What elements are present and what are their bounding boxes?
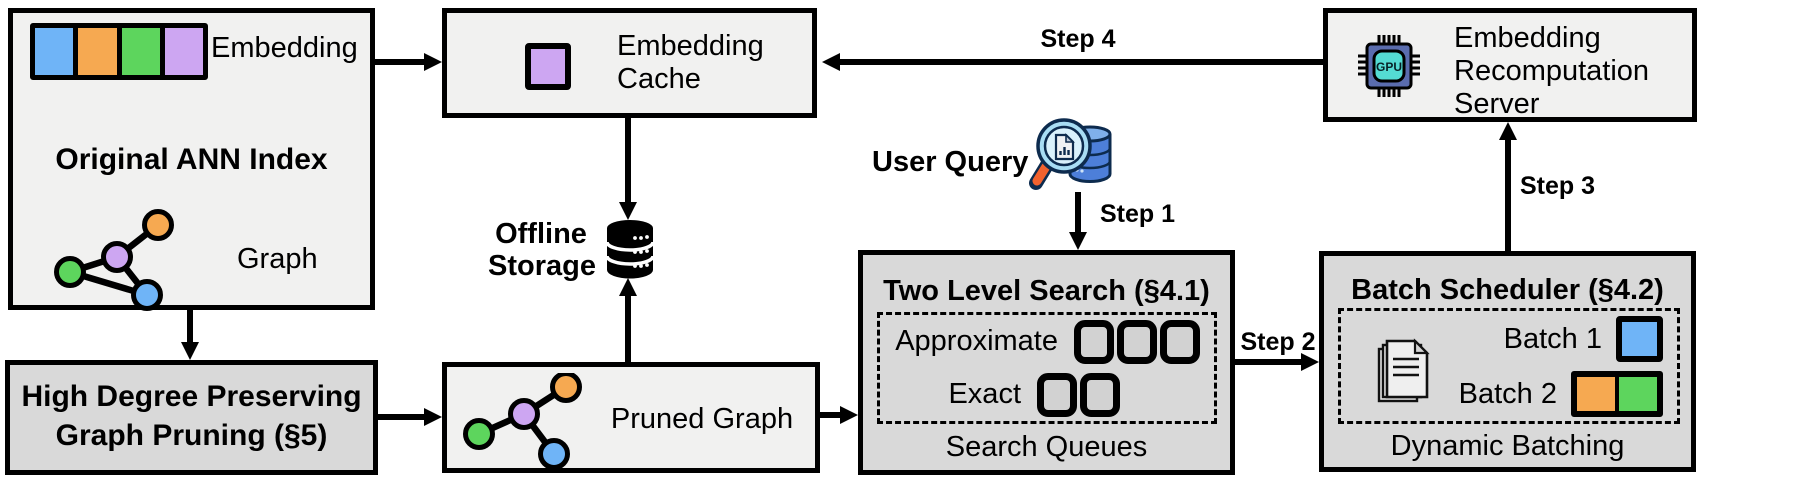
embedding-vector-icon bbox=[30, 23, 208, 80]
arrow-step2 bbox=[1235, 353, 1319, 371]
gpu-chip-label: GPU bbox=[1376, 60, 1402, 74]
step3-label: Step 3 bbox=[1520, 172, 1596, 200]
approximate-label: Approximate bbox=[895, 325, 1058, 357]
exact-queue-row: Exact bbox=[880, 368, 1214, 421]
arrow-prunedgraph-to-storage bbox=[619, 278, 637, 362]
exact-label: Exact bbox=[948, 378, 1021, 410]
arrow-cache-to-storage bbox=[619, 118, 637, 220]
batch2-embedding-orange bbox=[1577, 377, 1615, 411]
arrow-step1 bbox=[1069, 192, 1087, 250]
batch-scheduler-box: Batch Scheduler (§4.2) Batch 1 bbox=[1319, 251, 1696, 472]
batch2-embedding-green bbox=[1619, 377, 1657, 411]
step1-label: Step 1 bbox=[1100, 200, 1176, 228]
batch2-embeddings bbox=[1571, 371, 1663, 417]
batch1-label: Batch 1 bbox=[1503, 322, 1602, 355]
embedding-cell-green bbox=[121, 28, 160, 75]
user-query-label: User Query bbox=[872, 146, 1029, 178]
approximate-queue-row: Approximate bbox=[880, 315, 1214, 368]
embedding-cell-orange bbox=[78, 28, 117, 75]
search-queues-panel: Approximate Exact bbox=[877, 312, 1217, 424]
embedding-cache-label: Embedding Cache bbox=[617, 30, 764, 95]
dynamic-batching-panel: Batch 1 Batch 2 bbox=[1338, 308, 1680, 424]
original-graph-icon bbox=[54, 209, 174, 311]
offline-storage-label: Offline Storage bbox=[488, 218, 596, 282]
magnifier bbox=[1029, 118, 1092, 190]
arrow-step3 bbox=[1499, 122, 1517, 251]
original-ann-index-box: Embedding Original ANN Index Graph bbox=[8, 8, 375, 311]
graph-pruning-title: High Degree Preserving Graph Pruning (§5… bbox=[21, 380, 362, 452]
two-level-search-title: Two Level Search (§4.1) bbox=[883, 275, 1210, 307]
gpu-chip-icon: GPU bbox=[1358, 35, 1420, 97]
queue-slot bbox=[1160, 319, 1200, 364]
recomputation-server-label: Embedding Recomputation Server bbox=[1454, 22, 1650, 120]
batch1-row: Batch 1 bbox=[1459, 316, 1663, 362]
batch2-row: Batch 2 bbox=[1459, 371, 1663, 417]
batch2-label: Batch 2 bbox=[1458, 377, 1557, 410]
queue-slot bbox=[1080, 372, 1120, 417]
step4-label: Step 4 bbox=[1040, 25, 1116, 53]
arrow-ann-to-pruning bbox=[181, 310, 199, 360]
two-level-search-box: Two Level Search (§4.1) Approximate Exac… bbox=[858, 250, 1235, 475]
documents-icon bbox=[1377, 338, 1430, 403]
embedding-cache-box: Embedding Cache bbox=[442, 8, 817, 118]
pruned-graph-label: Pruned Graph bbox=[610, 403, 794, 435]
ann-index-title: Original ANN Index bbox=[55, 143, 328, 176]
pruned-graph-box: Pruned Graph bbox=[442, 362, 820, 473]
pruned-graph-icon bbox=[463, 373, 582, 470]
offline-storage-database-icon bbox=[605, 220, 655, 279]
user-query-icon bbox=[1029, 118, 1112, 190]
search-queues-caption: Search Queues bbox=[945, 431, 1148, 463]
recomputation-server-box: GPU Embedding Recomputation Server bbox=[1323, 8, 1697, 122]
step2-label: Step 2 bbox=[1240, 328, 1316, 356]
cached-embedding-icon bbox=[525, 43, 571, 90]
batch-scheduler-title: Batch Scheduler (§4.2) bbox=[1351, 274, 1664, 306]
queue-slot bbox=[1074, 319, 1114, 364]
embedding-label: Embedding bbox=[211, 32, 358, 64]
arrow-prunedgraph-to-search bbox=[820, 406, 858, 424]
queue-slot bbox=[1037, 372, 1077, 417]
dynamic-batching-caption: Dynamic Batching bbox=[1390, 430, 1625, 462]
queue-slot bbox=[1117, 319, 1157, 364]
batch1-embedding bbox=[1616, 316, 1663, 362]
embedding-cell-purple bbox=[164, 28, 203, 75]
arrow-ann-to-cache bbox=[375, 53, 442, 71]
graph-pruning-box: High Degree Preserving Graph Pruning (§5… bbox=[5, 360, 378, 475]
arrow-pruning-to-prunedgraph bbox=[377, 408, 442, 426]
arrow-step4 bbox=[822, 53, 1323, 71]
graph-label: Graph bbox=[237, 243, 318, 275]
embedding-cell-blue bbox=[35, 28, 74, 75]
